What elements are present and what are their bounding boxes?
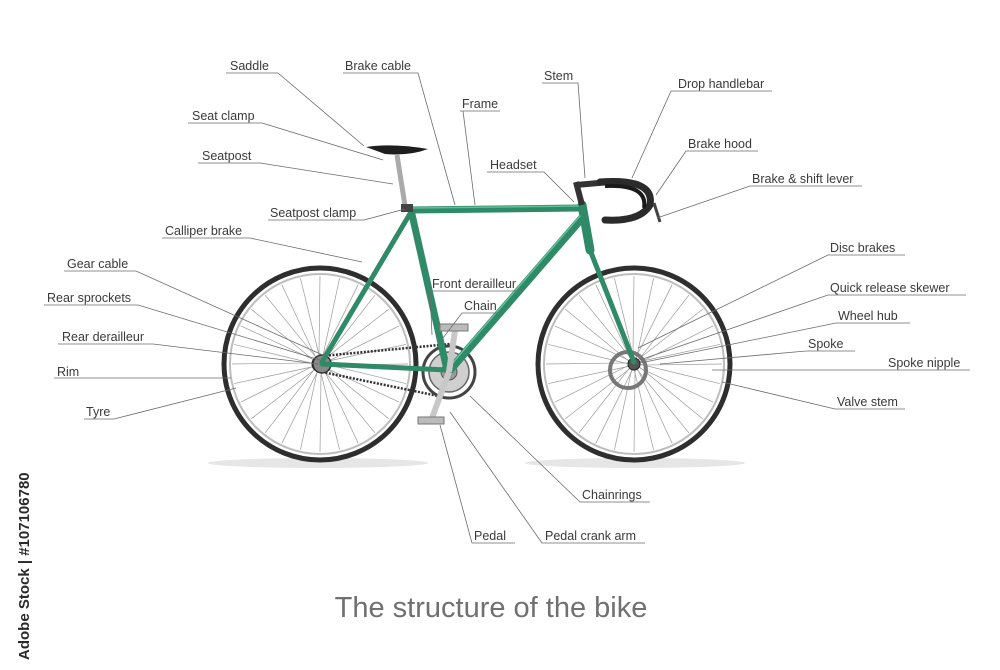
label-seatpost-clamp: Seatpost clamp	[270, 206, 356, 220]
spoke-line	[264, 294, 318, 359]
spoke-line	[281, 284, 317, 360]
cockpit	[573, 177, 662, 224]
spoke-line	[545, 362, 629, 365]
rear-spokes	[231, 275, 409, 453]
label-chain: Chain	[464, 299, 497, 313]
spoke-line	[250, 368, 317, 420]
label-spoke-nipple: Spoke nipple	[888, 356, 960, 370]
label-rim: Rim	[57, 365, 79, 379]
spoke-line	[639, 366, 704, 420]
label-rear-derailleur: Rear derailleur	[62, 330, 144, 344]
spoke-line	[319, 369, 322, 453]
spoke-line	[632, 275, 635, 359]
spoke-line	[323, 308, 390, 360]
spoke-line	[324, 294, 376, 361]
spoke-line	[614, 278, 635, 359]
rear-wheel-shadow	[208, 458, 428, 468]
spoke-line	[595, 284, 631, 360]
spoke-line	[564, 368, 631, 420]
label-pedal: Pedal	[474, 529, 506, 543]
label-stem: Stem	[544, 69, 573, 83]
spoke-line	[639, 363, 720, 384]
label-valve-stem: Valve stem	[837, 395, 898, 409]
label-front-derailleur: Front derailleur	[432, 277, 516, 291]
spoke-line	[639, 325, 714, 363]
seatpost-saddle	[366, 145, 428, 213]
spoke-line	[322, 278, 340, 359]
label-pedal-crank-arm: Pedal crank arm	[545, 529, 636, 543]
label-calliper-brake: Calliper brake	[165, 224, 242, 238]
label-tyre: Tyre	[86, 405, 110, 419]
leader-lines	[44, 72, 970, 544]
spoke-line	[250, 308, 315, 362]
spoke-line	[318, 275, 321, 359]
part-labels: Saddle Brake cable Stem Drop handlebar S…	[47, 59, 960, 543]
label-brake-hood: Brake hood	[688, 137, 752, 151]
label-brake-shift-lever: Brake & shift lever	[752, 172, 853, 186]
label-gear-cable: Gear cable	[67, 257, 128, 271]
spoke-line	[614, 369, 632, 450]
label-saddle: Saddle	[230, 59, 269, 73]
spoke-line	[234, 366, 315, 384]
spoke-line	[578, 367, 630, 434]
spoke-line	[319, 369, 340, 450]
spoke-line	[638, 367, 714, 403]
spoke-line	[564, 308, 629, 362]
crankset	[417, 323, 469, 425]
diagram-title: The structure of the bike	[335, 592, 648, 624]
spoke-line	[637, 308, 704, 360]
spoke-line	[638, 294, 690, 361]
spoke-line	[548, 366, 629, 384]
spoke-line	[322, 369, 376, 434]
spoke-line	[325, 325, 400, 363]
rear-wheel	[221, 265, 419, 463]
spoke-line	[633, 369, 636, 453]
label-seatpost: Seatpost	[202, 149, 252, 163]
label-drop-handlebar: Drop handlebar	[678, 77, 764, 91]
spoke-line	[578, 294, 632, 359]
label-headset: Headset	[490, 158, 537, 172]
spoke-line	[639, 344, 720, 362]
spoke-line	[234, 344, 315, 365]
spoke-line	[240, 365, 315, 403]
label-frame: Frame	[462, 97, 498, 111]
spoke-line	[325, 363, 406, 384]
front-wheel-shadow	[525, 458, 745, 468]
label-brake-cable: Brake cable	[345, 59, 411, 73]
spoke-line	[264, 367, 316, 434]
spoke-line	[231, 362, 315, 365]
spoke-line	[554, 365, 629, 403]
front-wheel	[535, 265, 733, 463]
spoke-line	[281, 369, 319, 444]
label-seat-clamp: Seat clamp	[192, 109, 255, 123]
spoke-line	[323, 368, 359, 444]
stock-watermark: Adobe Stock | #107106780	[16, 472, 33, 660]
spoke-line	[324, 367, 400, 403]
spoke-line	[636, 278, 654, 359]
spoke-line	[321, 284, 359, 359]
spoke-line	[636, 369, 690, 434]
label-chainrings: Chainrings	[582, 488, 642, 502]
spoke-line	[595, 369, 633, 444]
spoke-line	[300, 278, 321, 359]
bike-frame	[319, 200, 637, 374]
label-rear-sprockets: Rear sprockets	[47, 291, 131, 305]
label-quick-release-skewer: Quick release skewer	[830, 281, 950, 295]
label-spoke: Spoke	[808, 337, 843, 351]
label-wheel-hub: Wheel hub	[838, 309, 898, 323]
spoke-line	[300, 369, 318, 450]
label-disc-brakes: Disc brakes	[830, 241, 895, 255]
spoke-line	[639, 363, 723, 366]
